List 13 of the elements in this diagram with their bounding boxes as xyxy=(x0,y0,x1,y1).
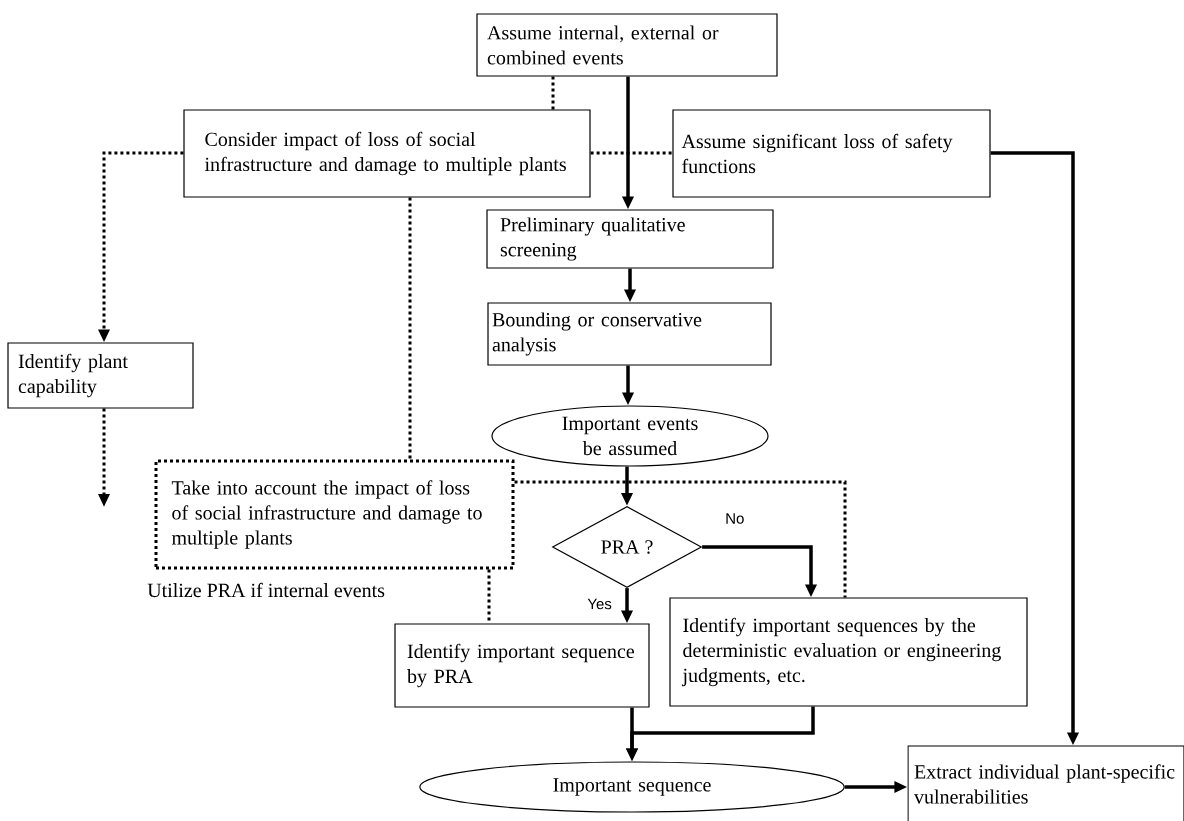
process-box: Bounding or conservative analysis xyxy=(487,302,772,366)
process-box: Extract individual plant-specific vulnerabilities xyxy=(907,745,1184,821)
process-box: Preliminary qualitative screening xyxy=(486,209,774,269)
process-box: Assume internal, external or combined events xyxy=(476,13,778,77)
dotted-box: Take into account the impact of loss of social infrastructure and damage to multiple plants xyxy=(154,459,515,570)
process-box: Identify important sequence by PRA xyxy=(394,623,650,708)
process-box: Consider impact of loss of social infrastructure and damage to multiple plants xyxy=(183,109,591,198)
process-box: Assume significant loss of safety functions xyxy=(672,109,991,198)
note-text: Utilize PRA if internal events xyxy=(147,582,385,598)
process-box: Identify plant capability xyxy=(7,342,194,409)
edge-label: No xyxy=(726,513,744,524)
edge-label: Yes xyxy=(587,598,612,610)
process-box: Identify important sequences by the deterministic evaluation or engineering judgments, etc. xyxy=(669,597,1028,707)
